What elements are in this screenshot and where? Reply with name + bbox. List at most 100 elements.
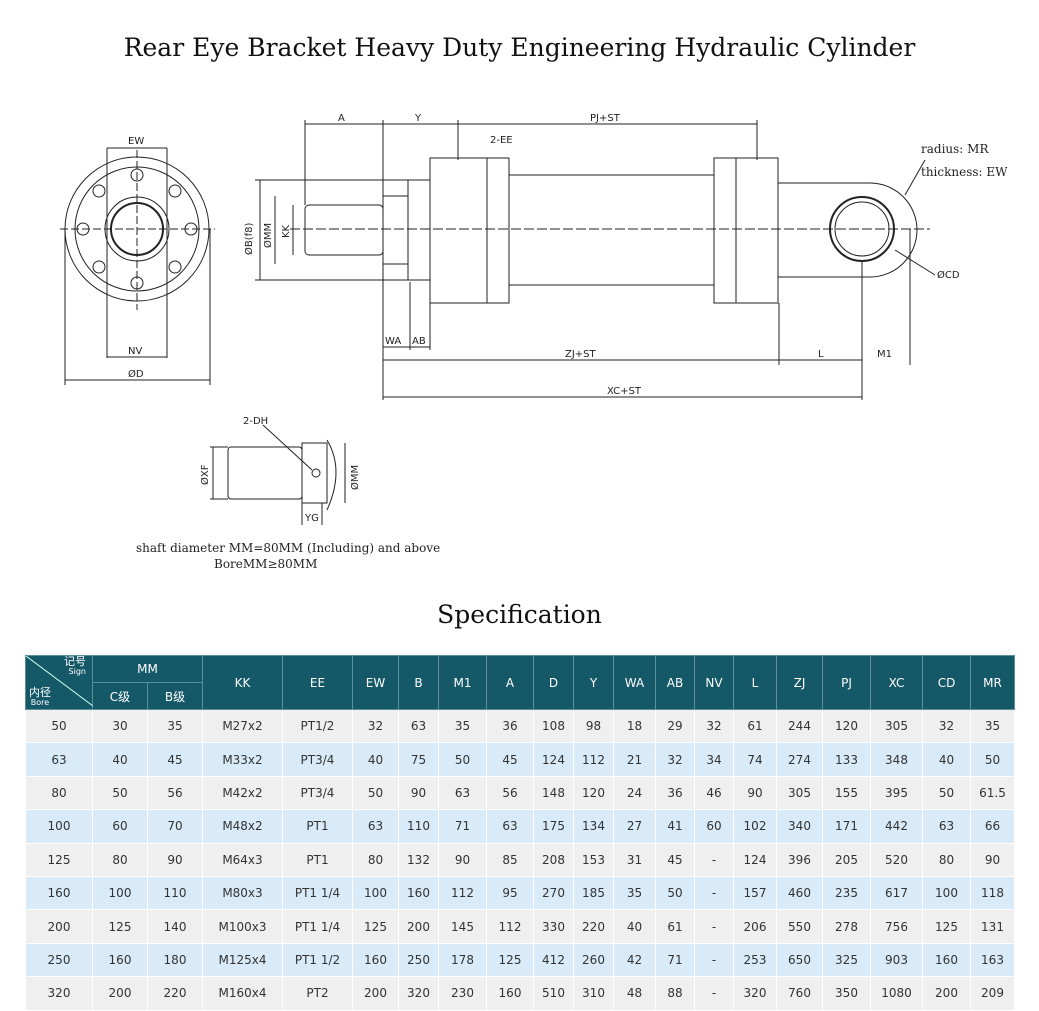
table-cell: 31 (613, 842, 656, 877)
table-cell: 50 (352, 775, 399, 811)
col-header: ZJ (776, 655, 823, 710)
table-cell: 75 (398, 742, 439, 777)
table-cell: 60 (92, 809, 148, 844)
table-cell: 29 (655, 708, 695, 744)
mm-label: ØMM (262, 223, 274, 248)
table-cell: 124 (533, 742, 574, 777)
table-cell: 40 (922, 742, 971, 777)
table-cell: 61 (655, 909, 695, 944)
table-cell: 41 (655, 809, 695, 844)
rod-end-detail: 2-DH ØXF ØMM YG (199, 416, 361, 525)
table-cell: 63 (398, 708, 439, 744)
table-cell: 155 (822, 775, 871, 811)
table-cell: 412 (533, 942, 574, 978)
table-cell: 90 (438, 842, 487, 877)
table-cell: 244 (776, 708, 823, 744)
table-cell: 63 (486, 809, 534, 844)
table-cell: M80x3 (202, 875, 283, 911)
col-header: Y (573, 655, 614, 710)
table-cell: 171 (822, 809, 871, 844)
table-cell: 56 (486, 775, 534, 811)
y-label: Y (414, 113, 422, 124)
table-cell: 125 (922, 909, 971, 944)
table-cell: 157 (733, 875, 777, 911)
detail-mm-label: ØMM (349, 465, 361, 490)
table-cell: 160 (486, 976, 534, 1011)
table-cell: 340 (776, 809, 823, 844)
table-cell: 32 (352, 708, 399, 744)
table-cell: 63 (922, 809, 971, 844)
table-cell: 100 (25, 809, 93, 844)
table-cell: 134 (573, 809, 614, 844)
wa-label: WA (385, 336, 401, 347)
table-cell: PT1 (282, 842, 353, 877)
table-cell: 175 (533, 809, 574, 844)
table-cell: M125x4 (202, 942, 283, 978)
table-cell: 903 (870, 942, 923, 978)
table-cell: 617 (870, 875, 923, 911)
table-cell: 118 (970, 875, 1015, 911)
mm-c-header: C级 (92, 682, 148, 710)
table-cell: 30 (92, 708, 148, 744)
table-cell: - (694, 942, 734, 978)
cd-label: ØCD (937, 269, 960, 281)
table-cell: 50 (970, 742, 1015, 777)
table-cell: - (694, 875, 734, 911)
table-cell: 230 (438, 976, 487, 1011)
table-cell: 124 (733, 842, 777, 877)
table-cell: PT3/4 (282, 742, 353, 777)
table-cell: 208 (533, 842, 574, 877)
table-cell: 160 (922, 942, 971, 978)
table-cell: 125 (486, 942, 534, 978)
ee-label: 2-EE (490, 135, 513, 146)
note-line-1: shaft diameter MM=80MM (Including) and a… (136, 541, 440, 555)
col-header: EE (282, 655, 353, 710)
table-cell: 112 (573, 742, 614, 777)
table-cell: 148 (533, 775, 574, 811)
table-cell: 220 (573, 909, 614, 944)
table-cell: 35 (147, 708, 203, 744)
col-header: CD (922, 655, 971, 710)
table-cell: 95 (486, 875, 534, 911)
table-cell: 45 (486, 742, 534, 777)
table-cell: 110 (398, 809, 439, 844)
col-header: B (398, 655, 439, 710)
table-cell: 35 (970, 708, 1015, 744)
a-label: A (338, 113, 345, 124)
table-cell: - (694, 909, 734, 944)
table-cell: 206 (733, 909, 777, 944)
b-label: ØB(f8) (243, 222, 255, 255)
table-cell: 112 (486, 909, 534, 944)
table-cell: 40 (613, 909, 656, 944)
nv-label: NV (128, 346, 142, 357)
table-cell: 50 (922, 775, 971, 811)
table-cell: 253 (733, 942, 777, 978)
table-cell: 112 (438, 875, 487, 911)
table-cell: 145 (438, 909, 487, 944)
table-cell: 160 (352, 942, 399, 978)
table-cell: 50 (438, 742, 487, 777)
pj-st-label: PJ+ST (590, 113, 621, 124)
table-cell: 348 (870, 742, 923, 777)
table-cell: 650 (776, 942, 823, 978)
table-cell: 132 (398, 842, 439, 877)
table-cell: 74 (733, 742, 777, 777)
table-cell: 80 (92, 842, 148, 877)
table-cell: 330 (533, 909, 574, 944)
table-cell: 45 (147, 742, 203, 777)
col-header: MR (970, 655, 1015, 710)
table-cell: 80 (25, 775, 93, 811)
table-cell: 120 (573, 775, 614, 811)
thickness-label: thickness: EW (921, 165, 1008, 179)
table-cell: 209 (970, 976, 1015, 1011)
table-cell: 90 (398, 775, 439, 811)
table-cell: 153 (573, 842, 614, 877)
table-cell: PT1 1/2 (282, 942, 353, 978)
table-cell: 320 (398, 976, 439, 1011)
table-cell: 125 (92, 909, 148, 944)
